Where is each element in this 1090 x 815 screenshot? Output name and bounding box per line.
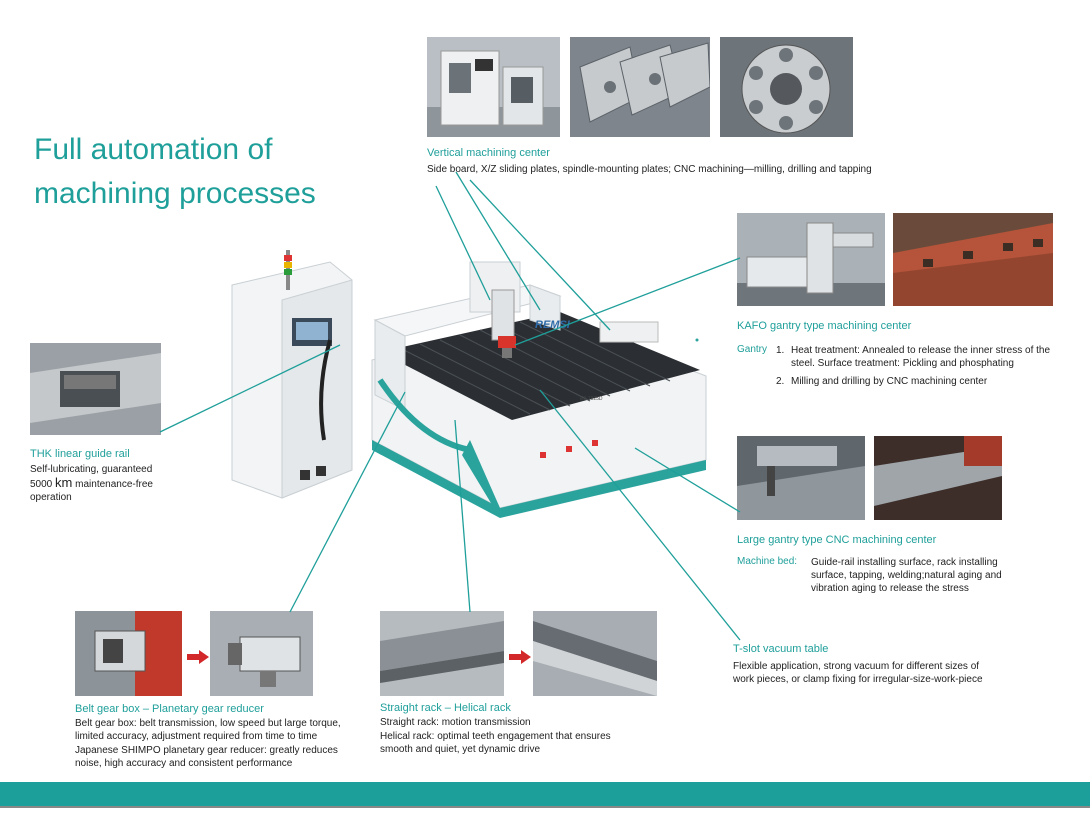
tslot-text: Flexible application, strong vacuum for … xyxy=(733,661,983,685)
footer-band xyxy=(0,782,1090,806)
arrow-right-icon xyxy=(187,650,209,664)
kafo-item-1-text: Heat treatment: Annealed to release the … xyxy=(791,345,1051,369)
thk-distance-unit: km xyxy=(55,475,73,490)
kafo-title: KAFO gantry type machining center xyxy=(737,320,912,332)
kafo-label: Gantry xyxy=(737,344,768,355)
large-gantry-title: Large gantry type CNC machining center xyxy=(737,534,937,546)
large-gantry-label: Machine bed: xyxy=(737,556,798,567)
planetary-reducer-photo xyxy=(210,611,313,696)
kafo-gantry-photo-2 xyxy=(893,213,1053,306)
vertical-center-title: Vertical machining center xyxy=(427,147,550,159)
belt-gear-box-photo xyxy=(75,611,182,696)
gearbox-text-1: Belt gear box: belt transmission, low sp… xyxy=(75,718,341,742)
kafo-gantry-photo-1 xyxy=(737,213,885,306)
large-gantry-photo-1 xyxy=(737,436,865,520)
thk-line-1: Self-lubricating, guaranteed xyxy=(30,464,153,475)
large-gantry-photo-2 xyxy=(874,436,1002,520)
machine-brand-logo: REMSI xyxy=(535,319,571,331)
footer-divider xyxy=(0,806,1090,808)
rack-text-1: Straight rack: motion transmission xyxy=(380,717,531,728)
helical-rack-photo xyxy=(533,611,657,696)
straight-rack-photo xyxy=(380,611,504,696)
machine-model-label: E3-1325D xyxy=(580,396,603,402)
gear-plate-photo xyxy=(720,37,853,137)
thk-title: THK linear guide rail xyxy=(30,448,130,460)
title-line-1: Full automation of xyxy=(34,133,273,166)
thk-distance-value: 5000 xyxy=(30,479,53,490)
kafo-item-2-num: 2. xyxy=(776,376,785,387)
page-title: Full automation of machining processes xyxy=(34,128,354,216)
plates-photo xyxy=(570,37,710,137)
tslot-title: T-slot vacuum table xyxy=(733,643,829,655)
large-gantry-text: Guide-rail installing surface, rack inst… xyxy=(811,557,1002,594)
machine-illustration: REMSI E3-1325D xyxy=(159,171,741,641)
thk-line-3: operation xyxy=(30,492,72,503)
linear-guide-photo xyxy=(30,343,161,435)
kafo-item-2-text: Milling and drilling by CNC machining ce… xyxy=(791,376,988,387)
kafo-item-1-num: 1. xyxy=(776,345,785,356)
arrow-right-icon-2 xyxy=(509,650,531,664)
thk-line-2: 5000 km maintenance-free xyxy=(30,476,153,491)
rack-title: Straight rack – Helical rack xyxy=(380,702,511,714)
callout-lines xyxy=(159,171,741,641)
rack-text-2: Helical rack: optimal teeth engagement t… xyxy=(380,731,611,755)
vertical-center-text: Side board, X/Z sliding plates, spindle-… xyxy=(427,164,872,175)
gearbox-title: Belt gear box – Planetary gear reducer xyxy=(75,703,264,715)
gearbox-text-2: Japanese SHIMPO planetary gear reducer: … xyxy=(75,745,338,769)
title-line-2: machining processes xyxy=(34,177,316,210)
thk-line-2-rest: maintenance-free xyxy=(75,479,153,490)
vertical-machine-photo xyxy=(427,37,560,137)
